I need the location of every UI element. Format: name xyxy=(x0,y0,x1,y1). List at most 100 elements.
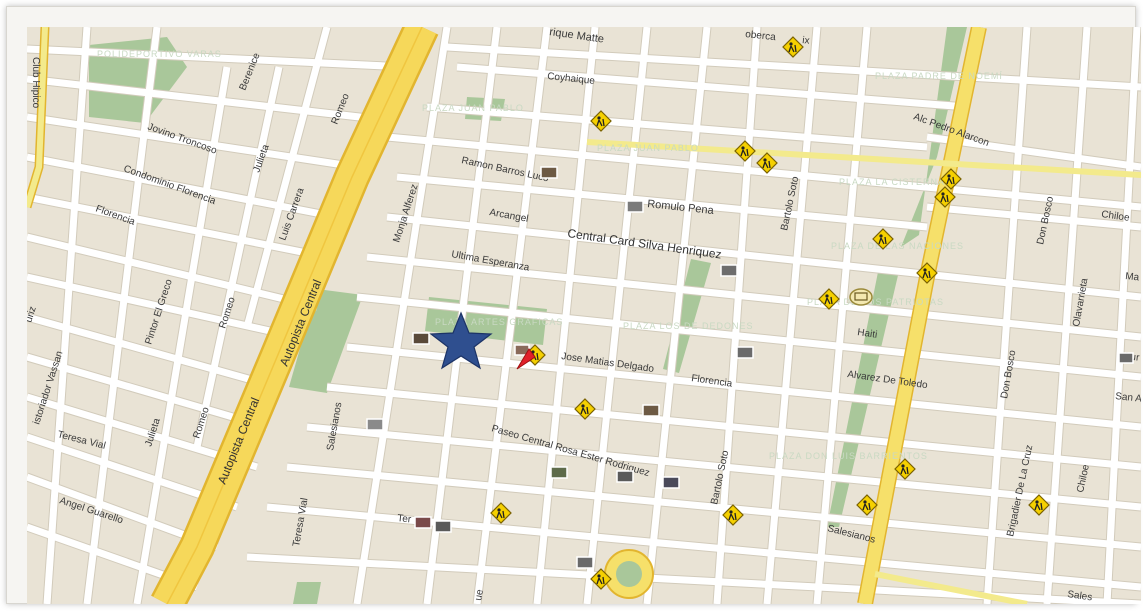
street-map[interactable]: POLIDEPORTIVO VARAS PLAZA JUAN PABLO PLA… xyxy=(27,27,1141,604)
place-plaza-center: PLAZA LOS DE DEDONES xyxy=(623,321,754,331)
school-crossing-figure xyxy=(940,194,949,203)
school-crossing-figure xyxy=(762,160,771,169)
school-crossing-icon[interactable] xyxy=(894,458,916,480)
school-crossing-figure xyxy=(824,296,833,305)
school-crossing-sign xyxy=(1028,494,1050,516)
place-labels: POLIDEPORTIVO VARAS PLAZA JUAN PABLO PLA… xyxy=(97,49,1002,461)
highway-median xyxy=(166,27,423,604)
map-canvas[interactable]: POLIDEPORTIVO VARAS PLAZA JUAN PABLO PLA… xyxy=(27,27,1141,604)
school-crossing-icon[interactable] xyxy=(590,110,612,132)
map-frame: POLIDEPORTIVO VARAS PLAZA JUAN PABLO PLA… xyxy=(6,6,1141,604)
school-crossing-icon[interactable] xyxy=(782,36,804,58)
photo-thumbnail-icon[interactable] xyxy=(412,332,430,345)
street-segment xyxy=(1043,27,1091,604)
photo-thumbnail-icon[interactable] xyxy=(736,346,754,359)
school-crossing-figure xyxy=(580,406,589,415)
photo-thumbnail-icon[interactable] xyxy=(626,200,644,213)
avenue-left xyxy=(27,27,48,208)
street-cerca-top: oberca xyxy=(745,29,777,43)
school-crossing-sign xyxy=(818,288,840,310)
street-segment xyxy=(366,253,1141,341)
school-crossing-sign xyxy=(756,152,778,174)
street-segment xyxy=(246,553,1141,604)
school-crossing-icon[interactable] xyxy=(734,140,756,162)
school-crossing-icon[interactable] xyxy=(756,152,778,174)
school-crossing-icon[interactable] xyxy=(872,228,894,250)
school-crossing-sign xyxy=(872,228,894,250)
school-crossing-sign xyxy=(782,36,804,58)
photo-thumbnail-icon[interactable] xyxy=(1118,352,1134,364)
street-segment xyxy=(27,45,408,71)
place-polideportivo: POLIDEPORTIVO VARAS xyxy=(97,49,222,59)
school-crossing-icon[interactable] xyxy=(574,398,596,420)
street-haiti: Haiti xyxy=(857,327,878,341)
photo-thumbnail-icon[interactable] xyxy=(434,520,452,533)
street-segment xyxy=(926,203,1141,231)
bus-stop-marker[interactable] xyxy=(849,288,873,306)
place-plaza-artes: PLAZA ARTES GRAFICAS xyxy=(435,317,563,327)
school-crossing-icon[interactable] xyxy=(934,186,956,208)
photo-thumbnail-icon[interactable] xyxy=(550,466,568,479)
school-crossing-icon[interactable] xyxy=(856,494,878,516)
street-segment xyxy=(983,27,1031,604)
school-crossing-figure-head xyxy=(941,192,945,196)
street-segment xyxy=(713,27,761,604)
roundabout xyxy=(604,549,654,599)
school-crossing-sign xyxy=(574,398,596,420)
school-crossing-icon[interactable] xyxy=(722,504,744,526)
photo-thumbnail-icon[interactable] xyxy=(616,470,634,483)
school-crossing-sign xyxy=(894,458,916,480)
school-crossing-figure-head xyxy=(597,574,601,578)
school-crossing-figure-head xyxy=(763,158,767,162)
photo-thumbnail-icon[interactable] xyxy=(662,476,680,489)
location-star-marker[interactable] xyxy=(429,311,493,370)
photo-thumbnail-icon[interactable] xyxy=(366,418,384,431)
street-san-a: San A xyxy=(1115,391,1141,405)
street-segment xyxy=(43,27,91,604)
bus-stop-icon[interactable] xyxy=(849,288,873,306)
school-crossing-figure-head xyxy=(789,42,793,46)
school-crossing-sign xyxy=(590,568,612,590)
school-crossing-icon[interactable] xyxy=(1028,494,1050,516)
school-crossing-icon[interactable] xyxy=(916,262,938,284)
school-crossing-sign xyxy=(490,502,512,524)
school-crossing-sign xyxy=(734,140,756,162)
red-pin-marker[interactable] xyxy=(514,344,536,370)
street-romulo-pena: Romulo Pena xyxy=(647,198,715,217)
street-segment xyxy=(386,213,1141,301)
place-plaza-bottom: PLAZA DON LUIS BARRIENTOS xyxy=(769,451,928,461)
school-crossing-icon[interactable] xyxy=(940,168,962,190)
school-crossing-figure-head xyxy=(923,268,927,272)
school-crossing-sign xyxy=(916,262,938,284)
street-segment xyxy=(813,27,871,604)
street-cruz-left: uriz xyxy=(27,305,39,324)
school-crossing-icon[interactable] xyxy=(490,502,512,524)
school-crossing-sign xyxy=(940,168,962,190)
street-chiloe-bottom: Chiloe xyxy=(1075,463,1092,493)
street-segment xyxy=(583,27,651,604)
street-ma-right: Ma xyxy=(1125,271,1140,283)
school-crossing-figure-head xyxy=(729,510,733,514)
red-pin-icon[interactable] xyxy=(516,348,536,370)
school-crossing-icon[interactable] xyxy=(590,568,612,590)
street-segment xyxy=(356,293,1141,381)
photo-thumbnail-icon[interactable] xyxy=(642,404,660,417)
street-segment xyxy=(243,27,331,328)
street-segment xyxy=(83,27,161,604)
street-segment xyxy=(353,27,451,604)
school-crossing-figure xyxy=(596,118,605,127)
photo-thumbnail-icon[interactable] xyxy=(720,264,738,277)
roundabout-park xyxy=(616,561,642,587)
street-romeo-bottom: Romeo xyxy=(191,405,212,439)
star-icon[interactable] xyxy=(429,311,493,370)
photo-thumbnail-icon[interactable] xyxy=(576,556,594,569)
school-crossing-figure xyxy=(740,148,749,157)
school-crossing-sign xyxy=(856,494,878,516)
photo-thumbnail-icon[interactable] xyxy=(414,516,432,529)
street-segment xyxy=(643,27,711,604)
school-crossing-figure-head xyxy=(741,146,745,150)
school-crossing-icon[interactable] xyxy=(818,288,840,310)
street-segment xyxy=(763,27,821,604)
photo-thumbnail-icon[interactable] xyxy=(540,166,558,179)
street-segment xyxy=(533,27,599,604)
